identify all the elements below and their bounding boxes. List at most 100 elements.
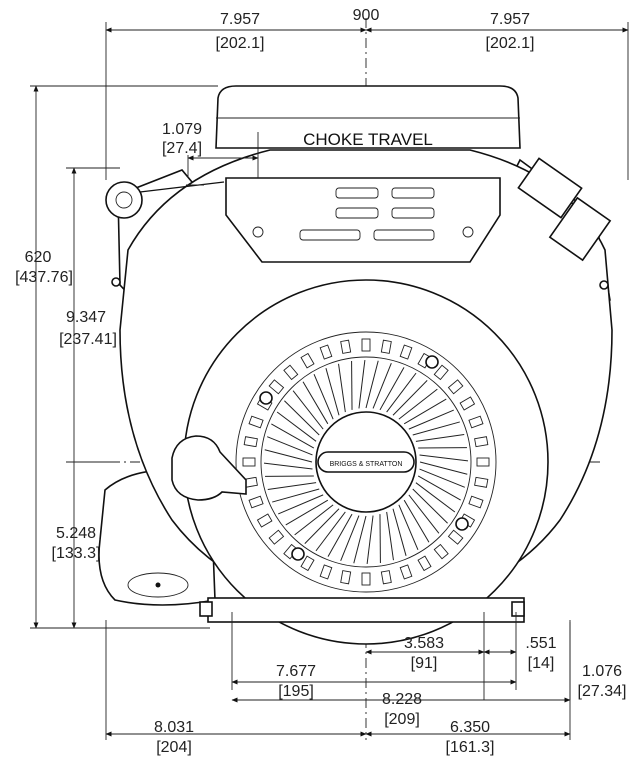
fan-fin	[372, 363, 392, 409]
fan-vent	[468, 495, 484, 509]
fan-fin	[392, 508, 407, 556]
dim-top-left-in: 7.957	[220, 11, 260, 28]
fan-vent	[447, 529, 464, 545]
fan-fin	[313, 374, 334, 420]
fan-vent	[300, 555, 315, 572]
fan-fin	[365, 360, 379, 409]
fan-vent	[399, 564, 413, 580]
dim-b6-mm: [204]	[156, 739, 192, 756]
fan-vent	[340, 339, 352, 354]
fan-vent	[380, 339, 392, 354]
dim-top-left-mm: [202.1]	[216, 35, 265, 52]
fan-vent	[399, 344, 413, 360]
fan-fin	[325, 368, 340, 416]
fan-vent	[361, 338, 371, 352]
fan-fin	[292, 390, 324, 430]
fan-vent	[433, 543, 449, 560]
fan-fin	[408, 494, 440, 534]
fan-vent	[340, 570, 352, 585]
fan-vent	[361, 572, 371, 586]
fan-fin	[267, 482, 317, 490]
dim-height-in: 620	[25, 249, 52, 266]
dim-top-right-in: 7.957	[490, 11, 530, 28]
fan-fin	[412, 488, 448, 524]
fan-fin	[398, 388, 438, 420]
cooling-fins	[242, 338, 490, 586]
fan-vent	[268, 529, 285, 545]
fan-fin	[392, 380, 428, 416]
fan-fin	[294, 504, 334, 536]
fan-fin	[415, 482, 456, 513]
fan-fin	[302, 381, 329, 425]
fan-vent	[283, 364, 299, 381]
dim-low-left-in: 5.248	[56, 525, 96, 542]
fan-fin	[379, 367, 405, 411]
fan-fin	[412, 421, 460, 436]
dimension-text: 900 7.957 [202.1] 7.957 [202.1] 1.079 [2…	[15, 7, 626, 756]
fan-fin	[403, 499, 430, 543]
dim-low-left-mm: [133.3]	[52, 545, 101, 562]
dim-b1-in: 3.583	[404, 635, 444, 652]
fan-fin	[340, 515, 360, 561]
mount-bolts	[111, 277, 609, 561]
fan-vent	[417, 555, 432, 572]
dim-top-right-mm: [202.1]	[486, 35, 535, 52]
dim-b5-in: 1.076	[582, 663, 622, 680]
fan-fin	[327, 513, 353, 557]
fan-fin	[284, 400, 320, 436]
engine-body: BRIGGS & STRATTON	[98, 85, 613, 645]
fan-vent	[433, 364, 449, 381]
dim-top-center: 900	[353, 7, 380, 24]
fan-vent	[474, 476, 489, 488]
dim-b4-in: 8.228	[382, 691, 422, 708]
fan-fin	[419, 468, 465, 488]
fan-vent	[242, 457, 256, 467]
fan-fin	[315, 511, 346, 552]
fan-vent	[248, 495, 264, 509]
fan-fin	[272, 488, 320, 503]
dim-height-mm: [437.76]	[15, 269, 73, 286]
fan-vent	[380, 570, 392, 585]
fan-vent	[256, 513, 273, 528]
fan-fin	[366, 515, 374, 565]
fan-fin	[353, 515, 367, 564]
dim-mid-left-in: 9.347	[66, 309, 106, 326]
dim-b2-mm: [14]	[528, 655, 555, 672]
fan-fin	[419, 461, 468, 475]
fan-fin	[285, 499, 329, 526]
dim-choke-in: 1.079	[162, 121, 202, 138]
fan-fin	[263, 462, 313, 470]
starter-handle	[171, 435, 247, 501]
dim-b3-mm: [195]	[278, 683, 314, 700]
dim-b7-mm: [161.3]	[446, 739, 495, 756]
fan-vent	[319, 344, 333, 360]
fan-vent	[243, 436, 258, 448]
brand-label: BRIGGS & STRATTON	[330, 461, 403, 468]
fan-vent	[447, 379, 464, 395]
fan-fin	[408, 409, 454, 430]
fan-fin	[358, 359, 366, 409]
dim-b1-mm: [91]	[411, 655, 438, 672]
fan-fin	[271, 423, 315, 449]
fan-vent	[476, 457, 490, 467]
fan-fin	[264, 449, 313, 463]
fan-vent	[300, 352, 315, 369]
fan-fin	[276, 411, 317, 442]
fan-vent	[459, 396, 476, 411]
fan-fin	[403, 398, 447, 425]
fan-fin	[278, 494, 324, 515]
fan-fin	[415, 434, 465, 442]
fan-vent	[319, 564, 333, 580]
dim-b7-in: 6.350	[450, 719, 490, 736]
dim-b4-mm: [209]	[384, 711, 420, 728]
dim-b3-in: 7.677	[276, 663, 316, 680]
dim-b2-in: .551	[525, 635, 556, 652]
fan-vent	[468, 415, 484, 429]
choke-travel-label: CHOKE TRAVEL	[303, 130, 433, 149]
dim-b6-in: 8.031	[154, 719, 194, 736]
dim-b5-mm: [27.34]	[578, 683, 627, 700]
fan-fin	[419, 454, 469, 462]
fan-fin	[386, 511, 394, 561]
fan-fin	[398, 504, 419, 550]
